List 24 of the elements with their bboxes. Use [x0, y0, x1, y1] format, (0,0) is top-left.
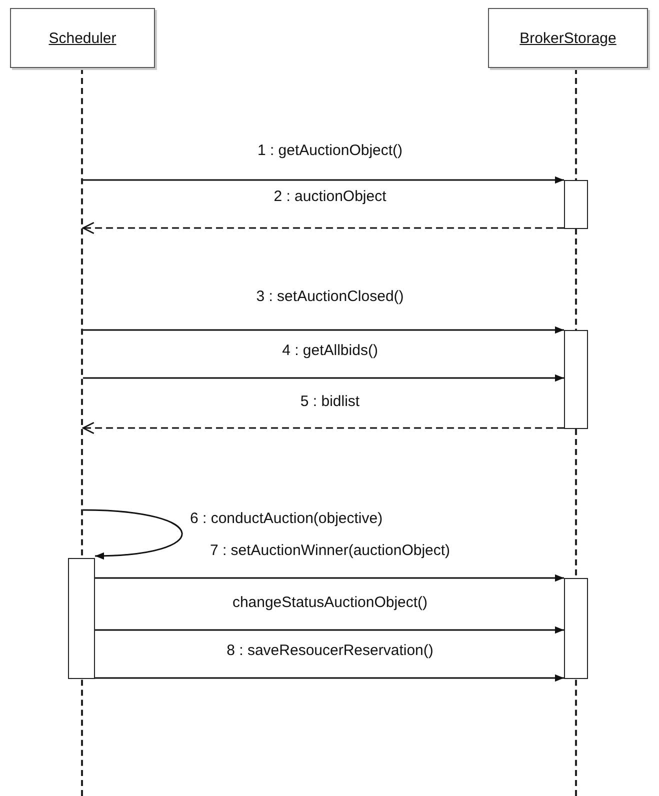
participant-box — [488, 8, 648, 68]
message-arrow — [83, 326, 564, 334]
return-arrow — [82, 422, 564, 434]
activation-bar — [564, 180, 588, 229]
message-arrow — [83, 176, 564, 184]
return-arrow — [82, 222, 564, 234]
activation-bar — [564, 578, 588, 679]
message-label: 2 : auctionObject — [272, 188, 388, 206]
message-label: 3 : setAuctionClosed() — [254, 288, 406, 306]
message-arrow — [95, 574, 564, 582]
activation-bar — [68, 558, 95, 679]
participant-name: Scheduler — [48, 30, 116, 46]
participant-box — [10, 8, 155, 68]
message-label: 6 : conductAuction(objective) — [188, 510, 385, 528]
message-label: 4 : getAllbids() — [280, 342, 380, 360]
message-arrow — [95, 626, 564, 634]
message-label: 8 : saveResoucerReservation() — [224, 642, 436, 660]
message-arrow — [95, 674, 564, 682]
participant-name: BrokerStorage — [520, 30, 616, 46]
message-label: changeStatusAuctionObject() — [230, 594, 430, 612]
self-message-arrow — [82, 509, 183, 560]
message-arrow — [83, 374, 564, 382]
activation-bar — [564, 330, 588, 429]
message-label: 7 : setAuctionWinner(auctionObject) — [208, 542, 452, 560]
